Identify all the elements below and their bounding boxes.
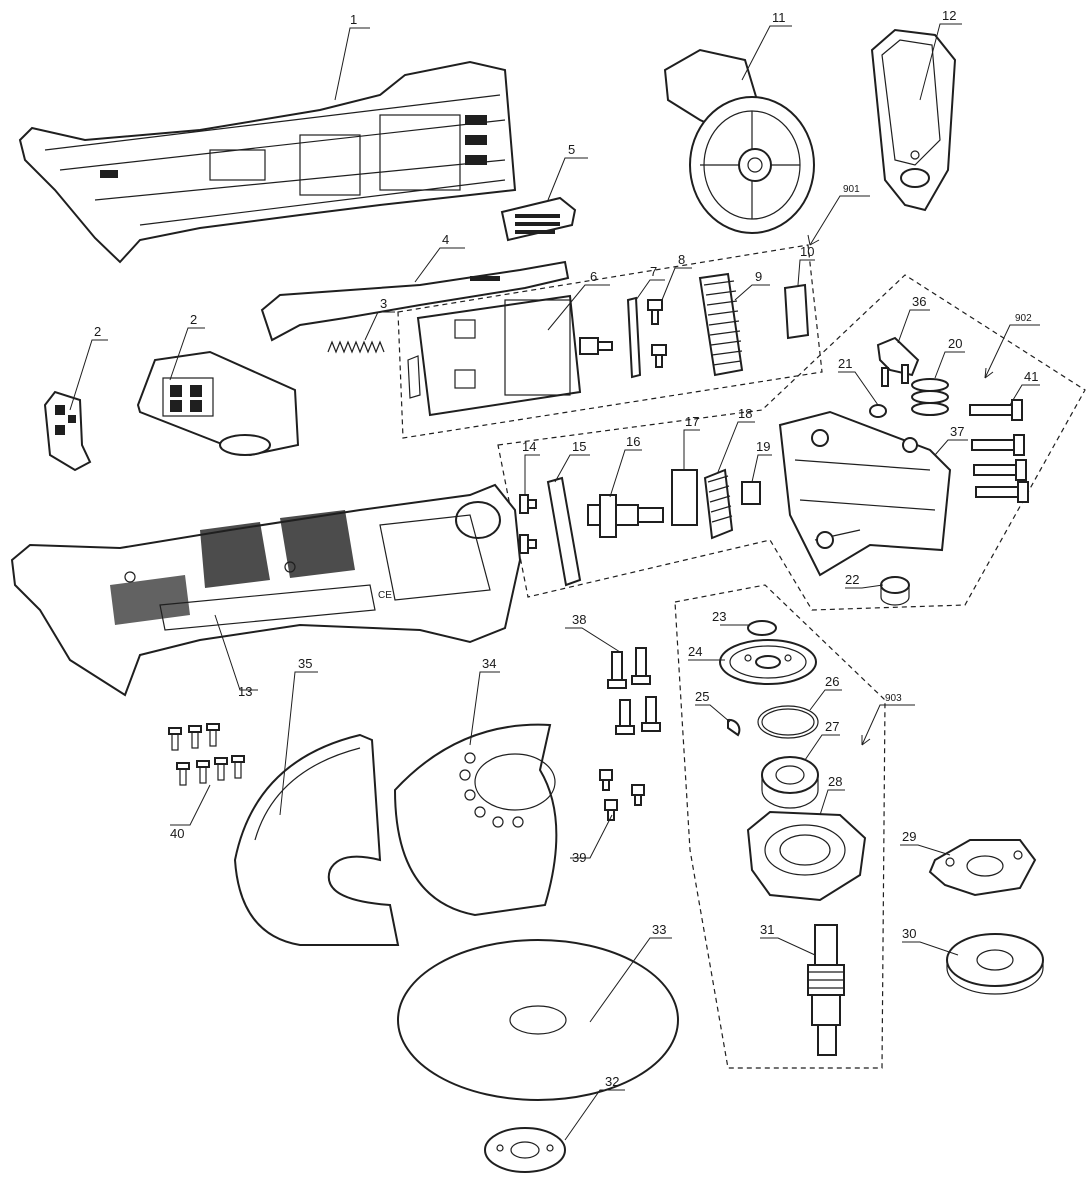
label-part-15: 15 <box>572 439 586 454</box>
label-part-6: 6 <box>590 269 597 284</box>
label-part-2a: 2 <box>94 324 101 339</box>
label-group-903: 903 <box>885 693 902 704</box>
part-18-pinion <box>703 468 734 540</box>
label-part-27: 27 <box>825 719 839 734</box>
part-35-guard-skirt <box>233 733 400 946</box>
part-32-clamping-nut <box>484 1127 566 1173</box>
group-903-outline <box>674 584 886 1069</box>
label-part-29: 29 <box>902 829 916 844</box>
part-1-upper-housing <box>18 60 517 264</box>
label-part-23: 23 <box>712 609 726 624</box>
part-20-spring <box>911 378 949 416</box>
part-26-circlip <box>757 705 819 739</box>
part-2b-switch-module <box>136 350 300 457</box>
label-part-40: 40 <box>170 826 184 841</box>
label-part-32: 32 <box>605 1074 619 1089</box>
part-17-bearing <box>671 469 698 526</box>
label-part-9: 9 <box>755 269 762 284</box>
group-902-outline <box>497 274 1086 611</box>
label-part-24: 24 <box>688 644 702 659</box>
label-part-3: 3 <box>380 296 387 311</box>
label-part-13: 13 <box>238 684 252 699</box>
part-38-screws <box>607 647 661 735</box>
part-11-aux-handle <box>663 48 815 234</box>
label-part-5: 5 <box>568 142 575 157</box>
label-part-30: 30 <box>902 926 916 941</box>
group-901-outline <box>397 244 823 439</box>
part-2a-latch <box>43 390 92 472</box>
part-24-bevel-gear <box>719 639 817 685</box>
label-part-19: 19 <box>756 439 770 454</box>
part-3-spring <box>327 340 385 354</box>
label-part-12: 12 <box>942 8 956 23</box>
part-22-bushing <box>880 576 910 606</box>
label-part-14: 14 <box>522 439 536 454</box>
part-39-screws <box>599 769 645 821</box>
part-15-plate <box>546 476 582 587</box>
part-36-spindle-lock <box>876 336 920 387</box>
label-part-11: 11 <box>772 10 786 25</box>
part-37-gear-housing <box>778 410 952 577</box>
label-part-35: 35 <box>298 656 312 671</box>
label-part-36: 36 <box>912 294 926 309</box>
label-part-34: 34 <box>482 656 496 671</box>
label-part-26: 26 <box>825 674 839 689</box>
label-part-17: 17 <box>685 414 699 429</box>
label-part-18: 18 <box>738 406 752 421</box>
part-16-shaft <box>587 494 664 538</box>
part-6-motor <box>407 294 613 417</box>
callouts: 1 2 2 3 4 5 6 7 8 9 10 11 12 13 14 15 16 <box>69 8 1040 1141</box>
part-33-disc <box>397 939 679 1101</box>
part-40-screws <box>168 723 245 786</box>
part-30-flange <box>946 933 1044 995</box>
svg-text:CE: CE <box>378 590 392 601</box>
part-14-washers <box>519 494 537 554</box>
label-part-16: 16 <box>626 434 640 449</box>
label-part-37: 37 <box>950 424 964 439</box>
part-21-ring <box>869 404 887 418</box>
label-group-901: 901 <box>843 184 860 195</box>
label-part-31: 31 <box>760 922 774 937</box>
label-part-21: 21 <box>838 356 852 371</box>
part-8-screws <box>647 299 667 368</box>
label-part-8: 8 <box>678 252 685 267</box>
part-13-lower-housing: CE <box>10 483 522 697</box>
label-part-39: 39 <box>572 850 586 865</box>
part-27-bearing <box>761 756 819 809</box>
part-7-plate <box>626 296 642 379</box>
label-part-2b: 2 <box>190 312 197 327</box>
label-part-4: 4 <box>442 232 449 247</box>
part-41-screws <box>969 399 1029 503</box>
label-part-25: 25 <box>695 689 709 704</box>
part-9-fan <box>698 272 744 377</box>
label-part-33: 33 <box>652 922 666 937</box>
label-part-7: 7 <box>650 264 657 279</box>
label-group-902: 902 <box>1015 313 1032 324</box>
part-4-switch-rod <box>260 260 570 342</box>
label-part-1: 1 <box>350 12 357 27</box>
part-12-handle-arm <box>870 28 957 212</box>
part-29-plate <box>928 839 1037 897</box>
part-10-sleeve <box>783 283 810 340</box>
label-part-20: 20 <box>948 336 962 351</box>
part-25-key <box>727 718 741 737</box>
label-part-28: 28 <box>828 774 842 789</box>
label-part-22: 22 <box>845 572 859 587</box>
part-31-spindle <box>807 924 845 1056</box>
part-5-release-button <box>500 196 577 242</box>
part-23-retaining-ring <box>747 620 777 636</box>
label-part-10: 10 <box>800 244 814 259</box>
part-19-sleeve <box>741 481 761 505</box>
part-34-guard-top <box>393 723 558 917</box>
label-part-38: 38 <box>572 612 586 627</box>
part-28-flange-housing <box>746 810 867 902</box>
label-part-41: 41 <box>1024 369 1038 384</box>
